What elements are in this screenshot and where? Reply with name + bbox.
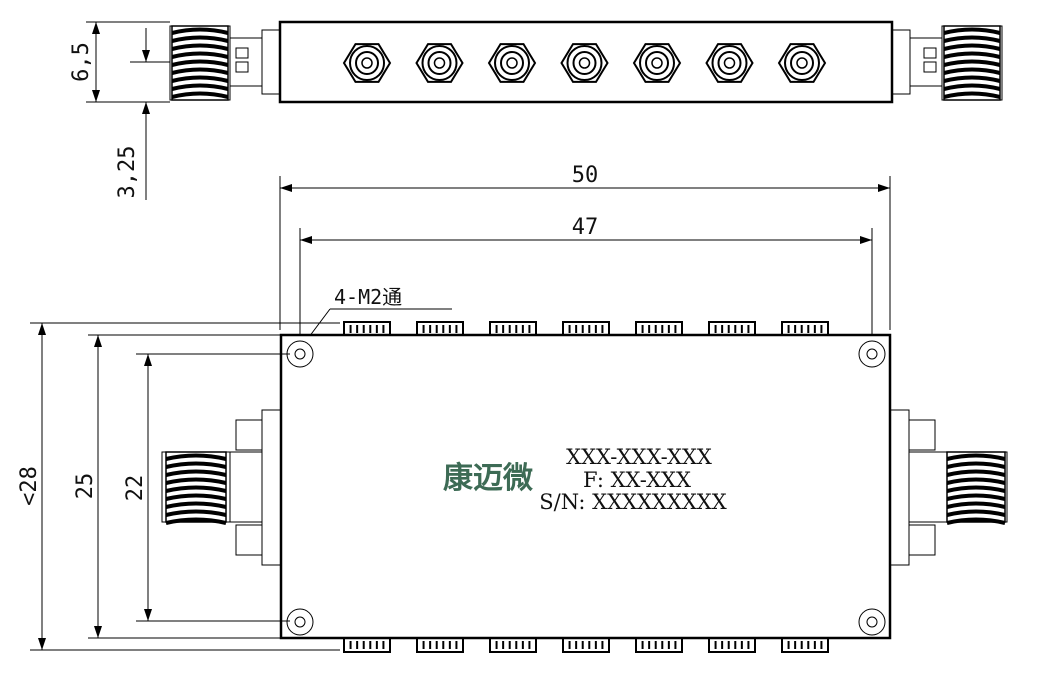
tuning-tab <box>708 321 756 337</box>
tuning-tab <box>343 637 391 653</box>
thread-top-right <box>943 25 1001 101</box>
label-serial: S/N: XXXXXXXXX <box>539 490 726 514</box>
front-view: 康迈微 XXX-XXX-XXX F: XX-XXX S/N: XXXXXXXXX <box>161 321 1008 653</box>
tuning-screw <box>487 43 537 83</box>
label-model: XXX-XXX-XXX <box>566 445 712 469</box>
dim-top-offset-text: 3,25 <box>115 146 140 199</box>
dim-hole-spacing-y: 22 <box>123 353 290 622</box>
tuning-tabs-bottom <box>343 637 829 653</box>
mounting-hole-bottom-right <box>858 608 886 636</box>
tuning-screw <box>415 43 464 83</box>
dim-overall-length: 50 <box>279 163 891 330</box>
dim-hole-spacing-x-text: 47 <box>572 215 599 240</box>
thread-front-right <box>946 451 1006 525</box>
dim-hole-spacing-y-text: 22 <box>123 475 148 502</box>
hole-callout-text: 4-M2通 <box>334 285 402 309</box>
tuning-tab <box>635 321 683 337</box>
tuning-tab <box>562 637 610 653</box>
thread-top-left <box>171 25 229 101</box>
tuning-tab <box>708 637 756 653</box>
tuning-tab <box>343 321 391 337</box>
dim-body-height: 25 <box>73 334 281 639</box>
thread-front-left <box>165 451 227 525</box>
dim-overall-height: <28 <box>17 322 340 651</box>
dim-hole-spacing-x: 47 <box>299 215 873 348</box>
dim-overall-height-text: <28 <box>17 466 42 506</box>
top-left-connector <box>169 25 281 101</box>
front-left-connector <box>161 409 282 566</box>
logo: 康迈微 <box>443 461 533 496</box>
dim-top-height: 6,5 <box>69 21 170 103</box>
tuning-tab <box>781 637 829 653</box>
tuning-tab <box>489 637 537 653</box>
hole-callout: 4-M2通 <box>302 285 452 346</box>
top-view: 6,5 3,25 <box>69 20 1003 200</box>
dim-top-offset: 3,25 <box>115 28 170 200</box>
mounting-hole-bottom-left <box>286 608 314 636</box>
tuning-screw <box>777 43 827 83</box>
front-right-connector <box>889 409 1008 566</box>
dim-body-height-text: 25 <box>73 473 98 500</box>
tuning-screw <box>560 43 609 83</box>
top-right-connector <box>891 25 1003 101</box>
tuning-screws <box>342 43 827 83</box>
tuning-screw <box>705 43 754 83</box>
mounting-hole-top-right <box>858 340 886 368</box>
tuning-screw <box>342 43 392 83</box>
label-frequency: F: XX-XXX <box>583 468 691 492</box>
dim-top-height-text: 6,5 <box>69 42 94 82</box>
tuning-tab <box>562 321 610 337</box>
tuning-tab <box>416 637 464 653</box>
tuning-screw <box>632 43 682 83</box>
dim-overall-length-text: 50 <box>572 163 599 188</box>
tuning-tab <box>635 637 683 653</box>
